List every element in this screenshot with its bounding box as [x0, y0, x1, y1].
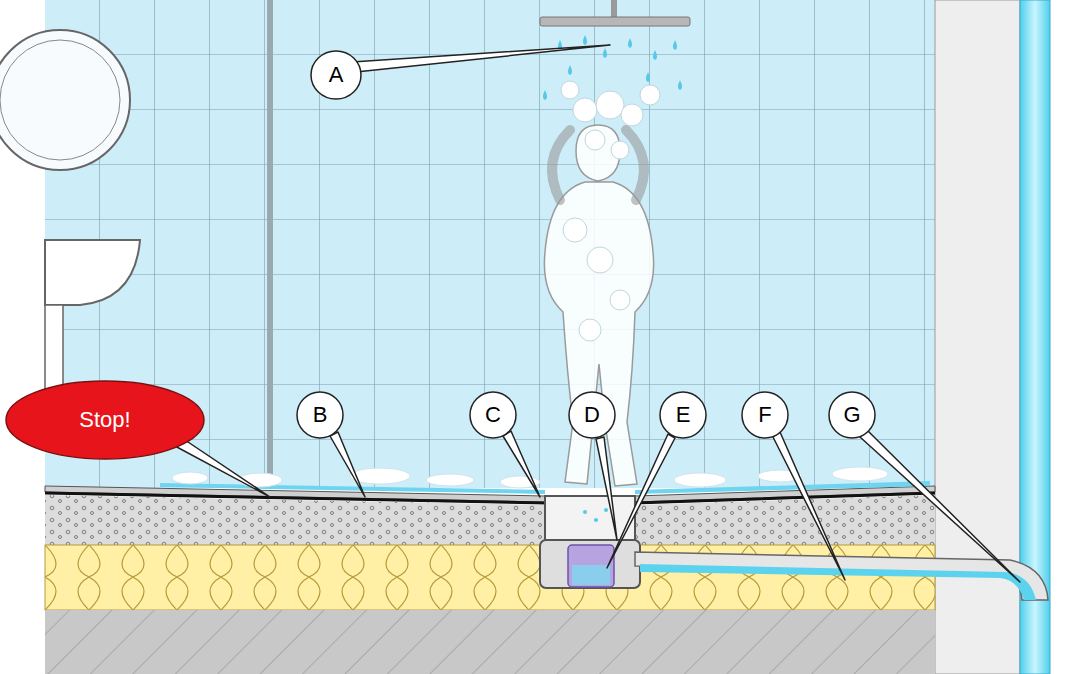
callout-circle: C — [469, 391, 517, 439]
node-text: C — [485, 402, 501, 428]
callout-circle: E — [659, 391, 707, 439]
node-text: F — [758, 402, 771, 428]
warning-callout: Stop! — [5, 380, 205, 460]
leader-lines — [175, 45, 1020, 582]
node-text: A — [329, 62, 344, 88]
node-text: E — [676, 402, 691, 428]
node-text: Stop! — [79, 407, 130, 433]
node-text: D — [584, 402, 600, 428]
callout-circle: G — [828, 391, 876, 439]
callout-circle: A — [310, 50, 362, 100]
node-text: B — [313, 402, 328, 428]
node-text: G — [843, 402, 860, 428]
callout-circle: B — [296, 391, 344, 439]
callout-circle: D — [568, 391, 616, 439]
callout-circle: F — [741, 391, 789, 439]
